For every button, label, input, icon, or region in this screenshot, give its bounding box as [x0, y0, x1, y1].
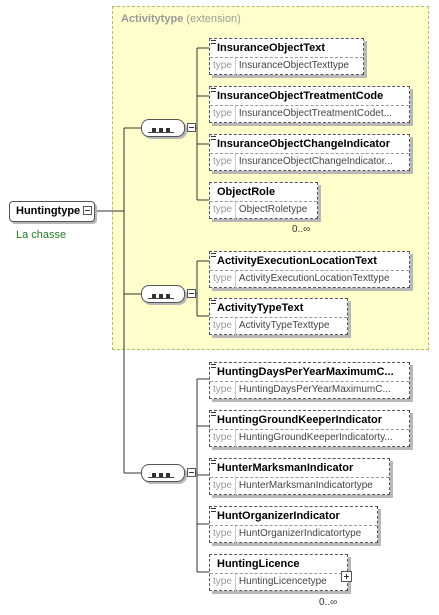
type-label: type: [210, 106, 236, 123]
root-element-name: Huntingtype: [16, 205, 81, 217]
element-name: InsuranceObjectChangeIndicator: [217, 138, 390, 150]
element-type: HuntingLicencetype: [238, 576, 327, 587]
element-name: HuntingGroundKeeperIndicator: [217, 414, 382, 426]
sequence-icon: [148, 467, 174, 478]
attribute-mark-icon: [211, 136, 216, 140]
element-name: InsuranceObjectTreatmentCode: [217, 90, 384, 102]
element-name: ObjectRole: [217, 186, 276, 198]
type-label: type: [210, 271, 236, 288]
attribute-mark-icon: [211, 364, 216, 368]
attribute-mark-icon: [211, 300, 216, 304]
root-documentation: La chasse: [16, 229, 67, 241]
element-type: InsuranceObjectTexttype: [238, 60, 349, 71]
element-type: InsuranceObjectChangeIndicator...: [238, 156, 393, 167]
type-label: type: [210, 526, 236, 543]
root-element-huntingtype[interactable]: Huntingtype: [9, 201, 95, 222]
type-label: type: [210, 318, 236, 335]
type-label: type: [210, 58, 236, 75]
sequence-compositor-2[interactable]: [141, 285, 196, 303]
collapse-icon[interactable]: [83, 206, 92, 215]
attribute-mark-icon: [211, 253, 216, 257]
attribute-mark-icon: [211, 460, 216, 464]
element-type: HuntOrganizerIndicatortype: [238, 528, 362, 539]
element-name: HuntingLicence: [217, 558, 300, 570]
collapse-icon[interactable]: [187, 123, 196, 132]
cardinality-label: 0..∞: [292, 224, 311, 235]
element-type: HuntingDaysPerYearMaximumC...: [238, 384, 391, 395]
element-type: HuntingGroundKeeperIndicatorty...: [238, 432, 393, 443]
type-label: type: [210, 154, 236, 171]
element-type: ActivityExecutionLocationTexttype: [238, 273, 390, 284]
attribute-mark-icon: [211, 40, 216, 44]
type-label: type: [210, 382, 236, 399]
type-label: type: [210, 430, 236, 447]
element-name: HuntOrganizerIndicator: [217, 510, 340, 522]
sequence-compositor-3[interactable]: [141, 464, 196, 482]
element-name: HuntingDaysPerYearMaximumC...: [217, 366, 394, 378]
element-type: InsuranceObjectTreatmentCodet...: [238, 108, 392, 119]
extension-suffix: (extension): [186, 13, 241, 25]
attribute-mark-icon: [211, 412, 216, 416]
attribute-mark-icon: [211, 88, 216, 92]
sequence-compositor-1[interactable]: [141, 119, 196, 137]
extension-name: Activitytype: [121, 13, 184, 25]
cardinality-label: 0..∞: [319, 597, 338, 608]
type-label: type: [210, 478, 236, 495]
type-label: type: [210, 574, 236, 591]
element-type: ActivityTypeTexttype: [238, 320, 330, 331]
element-type: ObjectRoletype: [238, 204, 308, 215]
collapse-icon[interactable]: [187, 468, 196, 477]
element-name: ActivityExecutionLocationText: [217, 255, 377, 267]
element-type: HunterMarksmanIndicatortype: [238, 480, 373, 491]
element-name: ActivityTypeText: [217, 302, 304, 314]
element-name: HunterMarksmanIndicator: [217, 462, 354, 474]
type-label: type: [210, 202, 236, 219]
expand-icon[interactable]: [341, 571, 352, 582]
sequence-icon: [148, 288, 174, 299]
attribute-mark-icon: [211, 508, 216, 512]
sequence-icon: [148, 122, 174, 133]
element-name: InsuranceObjectText: [217, 42, 325, 54]
collapse-icon[interactable]: [187, 289, 196, 298]
extension-title: Activitytype (extension): [121, 13, 241, 25]
